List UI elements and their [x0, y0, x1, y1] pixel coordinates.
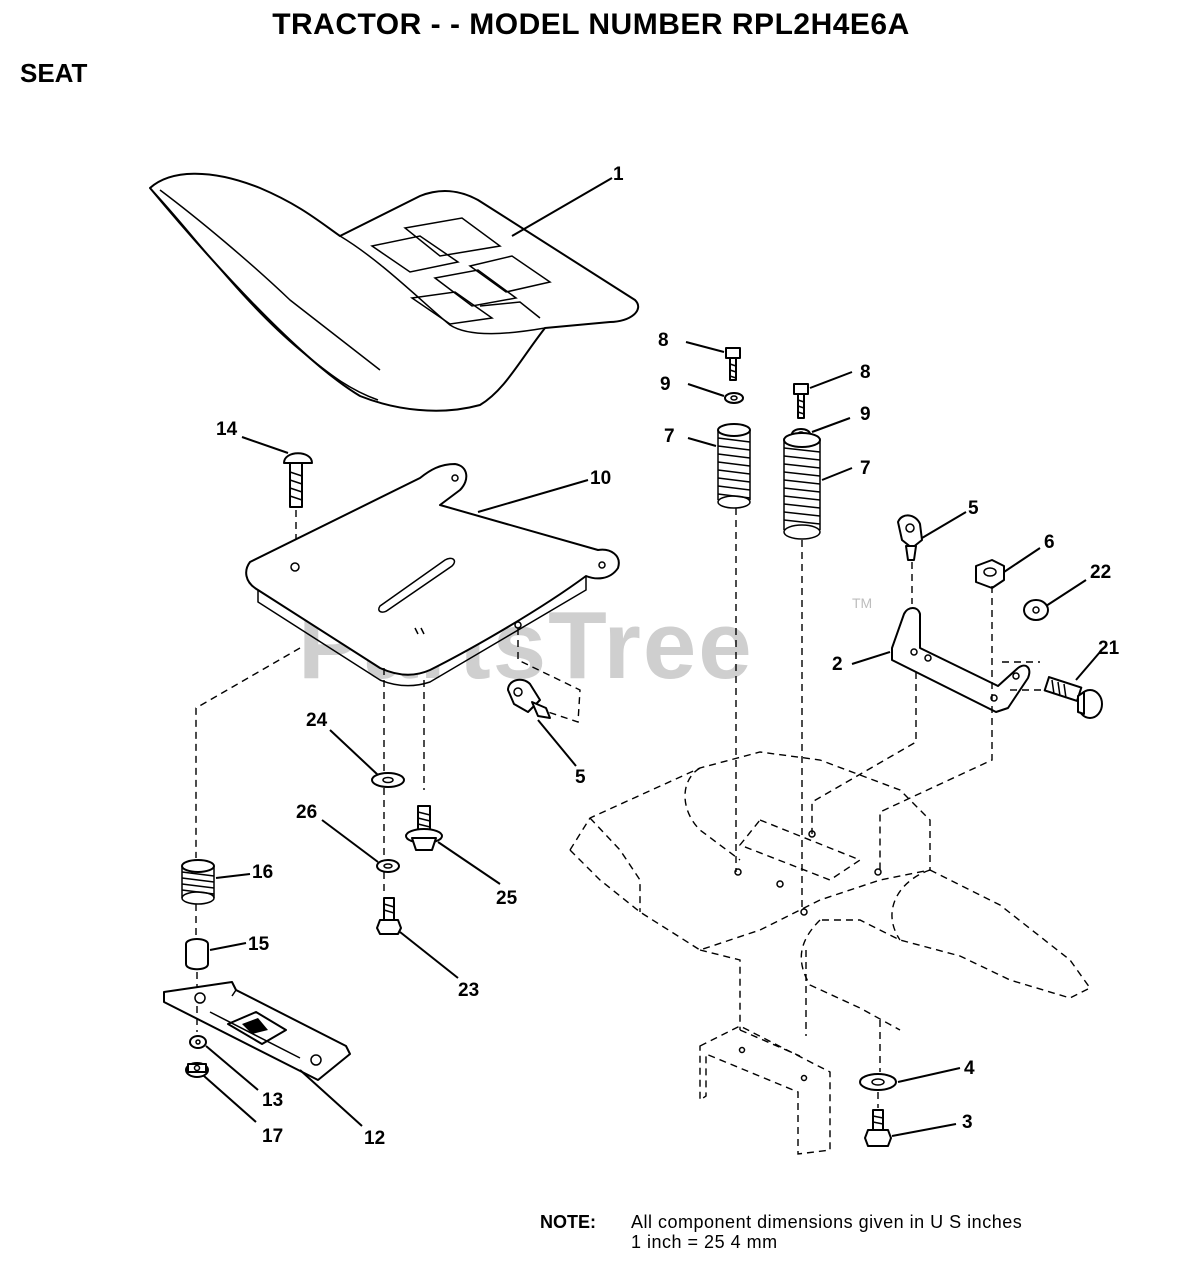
callout-16: 16: [252, 862, 273, 883]
part-15-spacer[interactable]: [185, 938, 209, 971]
part-6-nut[interactable]: [975, 559, 1005, 589]
callout-21: 21: [1098, 638, 1120, 659]
callout-7-right: 7: [860, 458, 871, 479]
callout-3: 3: [962, 1112, 973, 1133]
callout-22: 22: [1090, 562, 1111, 583]
watermark-trademark: TM: [852, 595, 872, 611]
callout-2: 2: [832, 654, 843, 675]
part-5-clip-left[interactable]: [507, 678, 551, 719]
part-7-spring-right[interactable]: [783, 432, 821, 540]
tractor-frame-outline: [569, 751, 1092, 1155]
part-7-spring-left[interactable]: [717, 423, 751, 509]
callout-13: 13: [262, 1090, 283, 1111]
part-25-shoulder-bolt[interactable]: [405, 805, 443, 851]
part-16-spring[interactable]: [181, 859, 215, 905]
callout-10: 10: [590, 468, 611, 489]
part-22-nut[interactable]: [1023, 599, 1049, 621]
part-13-nut[interactable]: [189, 1035, 207, 1049]
callout-26: 26: [296, 802, 317, 823]
part-5-clip-right[interactable]: [897, 514, 923, 561]
part-23-hex-bolt[interactable]: [376, 897, 402, 935]
part-24-washer[interactable]: [371, 772, 405, 788]
note-line-2: 1 inch = 25 4 mm: [631, 1232, 778, 1252]
part-3-bolt[interactable]: [864, 1109, 892, 1147]
callout-15: 15: [248, 934, 270, 955]
part-4-washer[interactable]: [859, 1073, 897, 1091]
callout-1: 1: [613, 164, 624, 185]
section-title: SEAT: [20, 58, 88, 88]
callout-23: 23: [458, 980, 479, 1001]
part-17-flange-nut[interactable]: [185, 1062, 209, 1078]
callout-12: 12: [364, 1128, 385, 1149]
callout-8-left: 8: [658, 330, 669, 351]
callout-5-right: 5: [968, 498, 979, 519]
callout-9-right: 9: [860, 404, 871, 425]
callout-17: 17: [262, 1126, 283, 1147]
part-8-bolt-right[interactable]: [793, 383, 809, 419]
callout-9-left: 9: [660, 374, 671, 395]
callout-8-right: 8: [860, 362, 871, 383]
part-8-bolt-left[interactable]: [725, 347, 741, 381]
part-1-seat[interactable]: [149, 172, 640, 412]
part-10-seat-pan[interactable]: [245, 463, 620, 687]
part-9-washer-left[interactable]: [724, 392, 744, 404]
page-title: TRACTOR - - MODEL NUMBER RPL2H4E6A: [272, 8, 910, 41]
callout-14: 14: [216, 419, 238, 440]
part-21-bolt[interactable]: [1043, 676, 1103, 719]
part-14-carriage-bolt[interactable]: [283, 452, 313, 508]
callout-25: 25: [496, 888, 518, 909]
part-26-lock-washer[interactable]: [376, 859, 400, 873]
note: NOTE: All component dimensions given in …: [540, 1212, 1022, 1252]
callout-7-left: 7: [664, 426, 675, 447]
callout-24: 24: [306, 710, 328, 731]
part-12-seat-plate[interactable]: [163, 981, 351, 1081]
callout-6: 6: [1044, 532, 1055, 553]
callout-5-left: 5: [575, 767, 586, 788]
note-label: NOTE:: [540, 1212, 596, 1232]
callout-4: 4: [964, 1058, 975, 1079]
part-2-bracket[interactable]: [891, 607, 1031, 713]
note-line-1: All component dimensions given in U S in…: [631, 1212, 1023, 1232]
